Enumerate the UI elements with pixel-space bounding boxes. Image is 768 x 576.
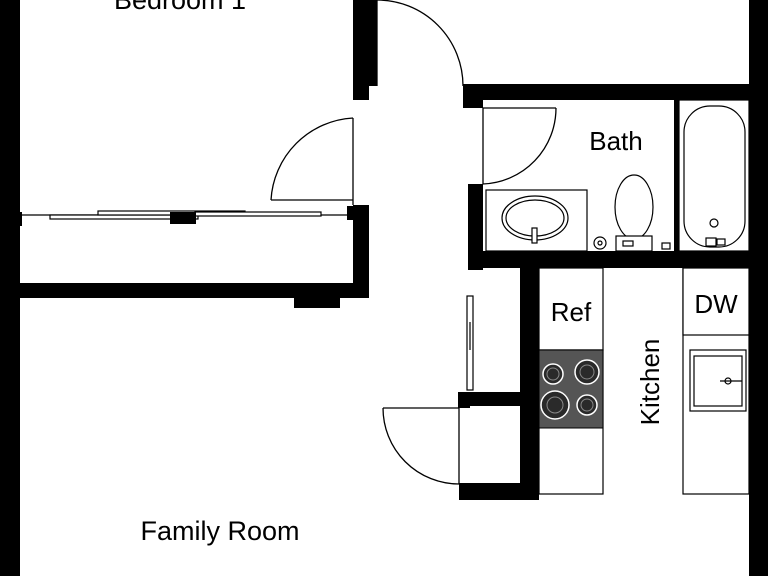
room-label-bedroom: Bedroom 1: [114, 0, 246, 15]
dishwasher-space: [682, 267, 750, 336]
wall-bedroom-bottom-jog: [294, 296, 340, 308]
wall-closet-bottom: [459, 483, 539, 500]
doors: [270, 0, 557, 485]
room-labels: Bedroom 1 Bath Ref DW Kitchen Family Roo…: [114, 0, 738, 546]
room-label-family-room: Family Room: [140, 516, 299, 546]
bath-fixtures: [485, 99, 750, 252]
wall-right-outer: [749, 0, 768, 576]
wall-left-outer: [0, 0, 20, 576]
wall-kitchen-left: [520, 268, 539, 500]
wall-closet-stub: [459, 392, 522, 406]
room-label-bath: Bath: [589, 126, 643, 156]
wall-bath-top-stub: [463, 98, 483, 108]
wall-bath-left: [468, 184, 483, 270]
closet-sliding-doors: [20, 206, 357, 224]
wall-bedroom-right-lower: [353, 205, 369, 298]
bathtub-icon: [678, 99, 750, 252]
wall-hall-top-stub: [369, 0, 377, 86]
wall-bath-bottom: [468, 251, 749, 268]
wall-closet-pillar: [458, 392, 470, 408]
wall-bedroom-bottom: [20, 283, 369, 298]
wall-bedroom-right-upper: [353, 0, 369, 100]
wall-bath-tub-divider: [674, 100, 679, 252]
wall-bath-top: [463, 84, 749, 100]
appliance-label-refrigerator: Ref: [551, 297, 592, 327]
refrigerator-space: [538, 267, 604, 351]
toilet-icon: [614, 174, 654, 240]
wall-bedroom-left-jamb: [14, 212, 22, 226]
kitchen-fixtures: [538, 267, 750, 495]
appliance-label-dishwasher: DW: [694, 289, 738, 319]
room-label-kitchen: Kitchen: [635, 339, 665, 426]
